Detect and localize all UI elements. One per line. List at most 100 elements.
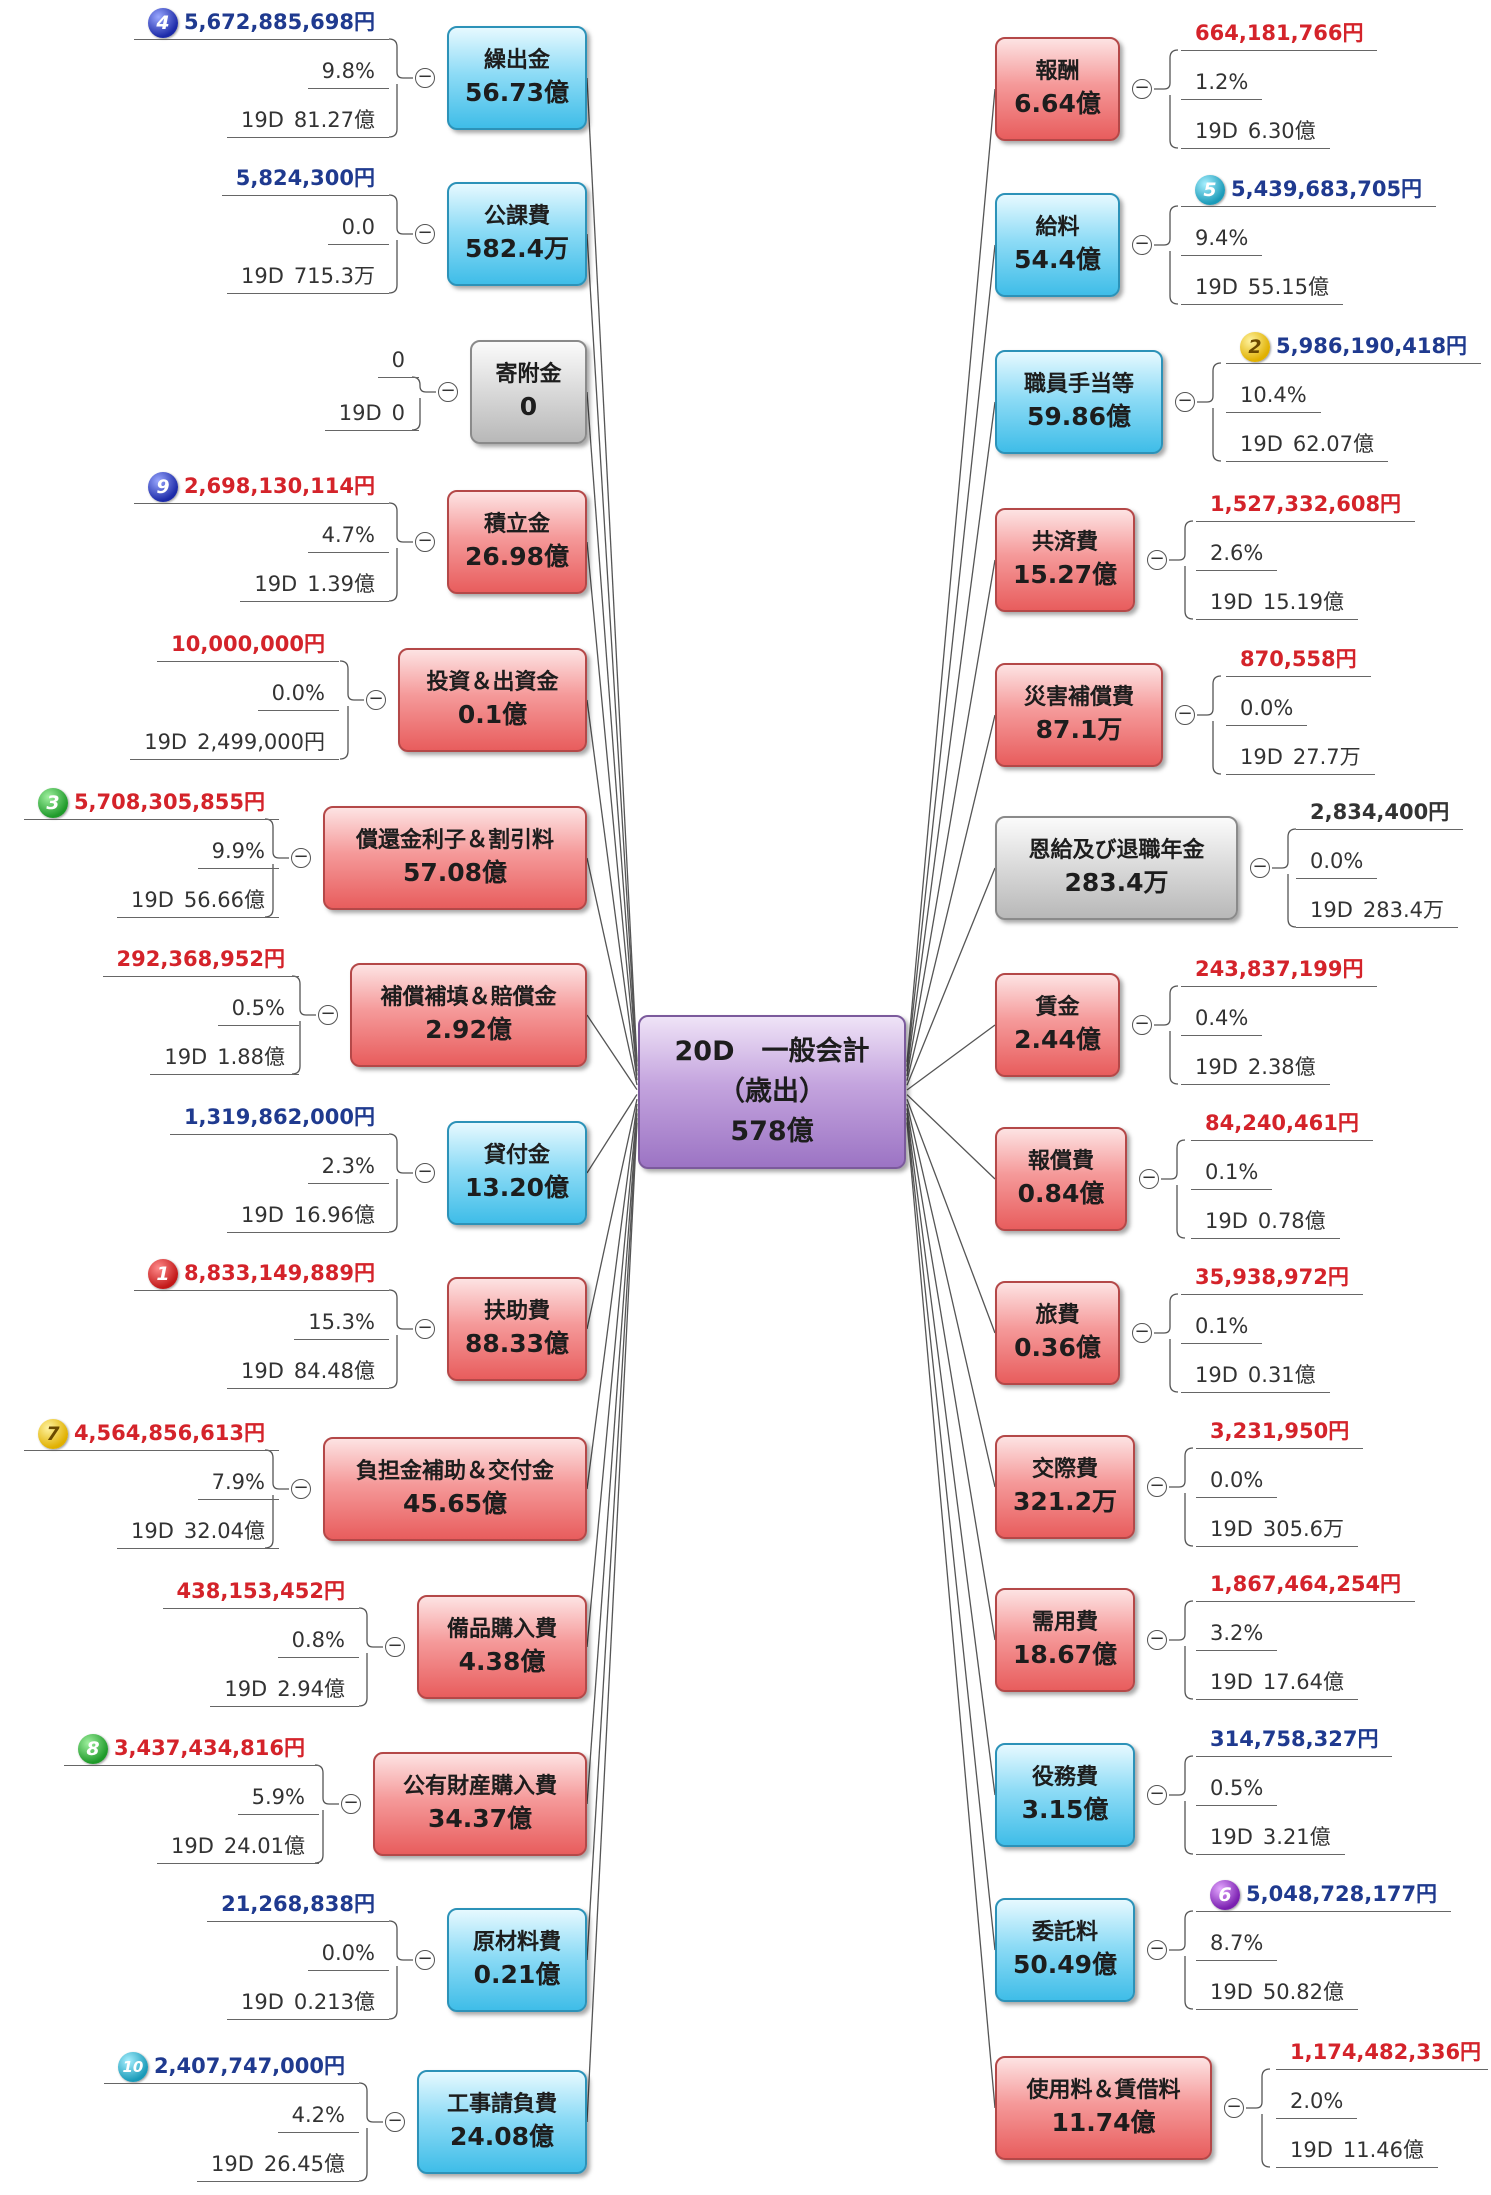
share-leaf[interactable]: 2.3% bbox=[322, 1150, 375, 1184]
share-leaf[interactable]: 0.5% bbox=[1210, 1772, 1263, 1806]
amount-leaf[interactable]: 870,558円 bbox=[1240, 643, 1357, 677]
amount-leaf[interactable]: 5,824,300円 bbox=[236, 162, 375, 196]
collapse-minus-icon[interactable]: − bbox=[385, 1637, 405, 1657]
share-leaf[interactable]: 0.0% bbox=[322, 1937, 375, 1971]
share-leaf[interactable]: 1.2% bbox=[1195, 66, 1248, 100]
collapse-minus-icon[interactable]: − bbox=[1147, 1785, 1167, 1805]
collapse-minus-icon[interactable]: − bbox=[1147, 1630, 1167, 1650]
collapse-minus-icon[interactable]: − bbox=[1147, 1477, 1167, 1497]
collapse-minus-icon[interactable]: − bbox=[1175, 392, 1195, 412]
share-leaf[interactable]: 5.9% bbox=[252, 1781, 305, 1815]
share-leaf[interactable]: 0.0% bbox=[272, 677, 325, 711]
collapse-minus-icon[interactable]: − bbox=[415, 532, 435, 552]
collapse-minus-icon[interactable]: − bbox=[1132, 235, 1152, 255]
collapse-minus-icon[interactable]: − bbox=[415, 1163, 435, 1183]
share-leaf[interactable]: 2.0% bbox=[1290, 2085, 1343, 2119]
share-leaf[interactable]: 2.6% bbox=[1210, 537, 1263, 571]
amount-leaf[interactable]: 314,758,327円 bbox=[1210, 1723, 1378, 1757]
collapse-minus-icon[interactable]: − bbox=[385, 2112, 405, 2132]
collapse-minus-icon[interactable]: − bbox=[1139, 1169, 1159, 1189]
collapse-minus-icon[interactable]: − bbox=[1132, 1015, 1152, 1035]
share-leaf[interactable]: 4.7% bbox=[322, 519, 375, 553]
collapse-minus-icon[interactable]: − bbox=[1132, 1323, 1152, 1343]
collapse-minus-icon[interactable]: − bbox=[438, 382, 458, 402]
amount-leaf[interactable]: 84,240,461円 bbox=[1205, 1107, 1359, 1141]
collapse-minus-icon[interactable]: − bbox=[318, 1005, 338, 1025]
collapse-minus-icon[interactable]: − bbox=[415, 1319, 435, 1339]
share-leaf[interactable]: 9.4% bbox=[1195, 222, 1248, 256]
collapse-minus-icon[interactable]: − bbox=[341, 1794, 361, 1814]
collapse-minus-icon[interactable]: − bbox=[415, 224, 435, 244]
amount-leaf[interactable]: 1,319,862,000円 bbox=[184, 1101, 375, 1135]
amount-leaf[interactable]: 1,867,464,254円 bbox=[1210, 1568, 1401, 1602]
share-leaf[interactable]: 0.0 bbox=[342, 211, 375, 245]
amount-leaf[interactable]: 243,837,199円 bbox=[1195, 953, 1363, 987]
amount-leaf[interactable]: 10,000,000円 bbox=[171, 628, 325, 662]
share-leaf[interactable]: 9.9% bbox=[212, 835, 265, 869]
amount-leaf[interactable]: 1,527,332,608円 bbox=[1210, 488, 1401, 522]
amount-leaf[interactable]: 664,181,766円 bbox=[1195, 17, 1363, 51]
collapse-minus-icon[interactable]: − bbox=[1250, 858, 1270, 878]
share-leaf[interactable]: 8.7% bbox=[1210, 1927, 1263, 1961]
share-leaf[interactable]: 0.0% bbox=[1210, 1464, 1263, 1498]
collapse-minus-icon[interactable]: − bbox=[415, 1950, 435, 1970]
share-leaf[interactable]: 0 bbox=[392, 344, 405, 378]
share-leaf[interactable]: 0.0% bbox=[1240, 692, 1293, 726]
collapse-minus-icon[interactable]: − bbox=[1175, 705, 1195, 725]
share-leaf[interactable]: 4.2% bbox=[292, 2099, 345, 2133]
collapse-minus-icon[interactable]: − bbox=[1147, 1940, 1167, 1960]
amount-leaf[interactable]: 21,268,838円 bbox=[221, 1888, 375, 1922]
collapse-minus-icon[interactable]: − bbox=[1132, 79, 1152, 99]
collapse-minus-icon[interactable]: − bbox=[291, 1479, 311, 1499]
collapse-minus-icon[interactable]: − bbox=[291, 848, 311, 868]
